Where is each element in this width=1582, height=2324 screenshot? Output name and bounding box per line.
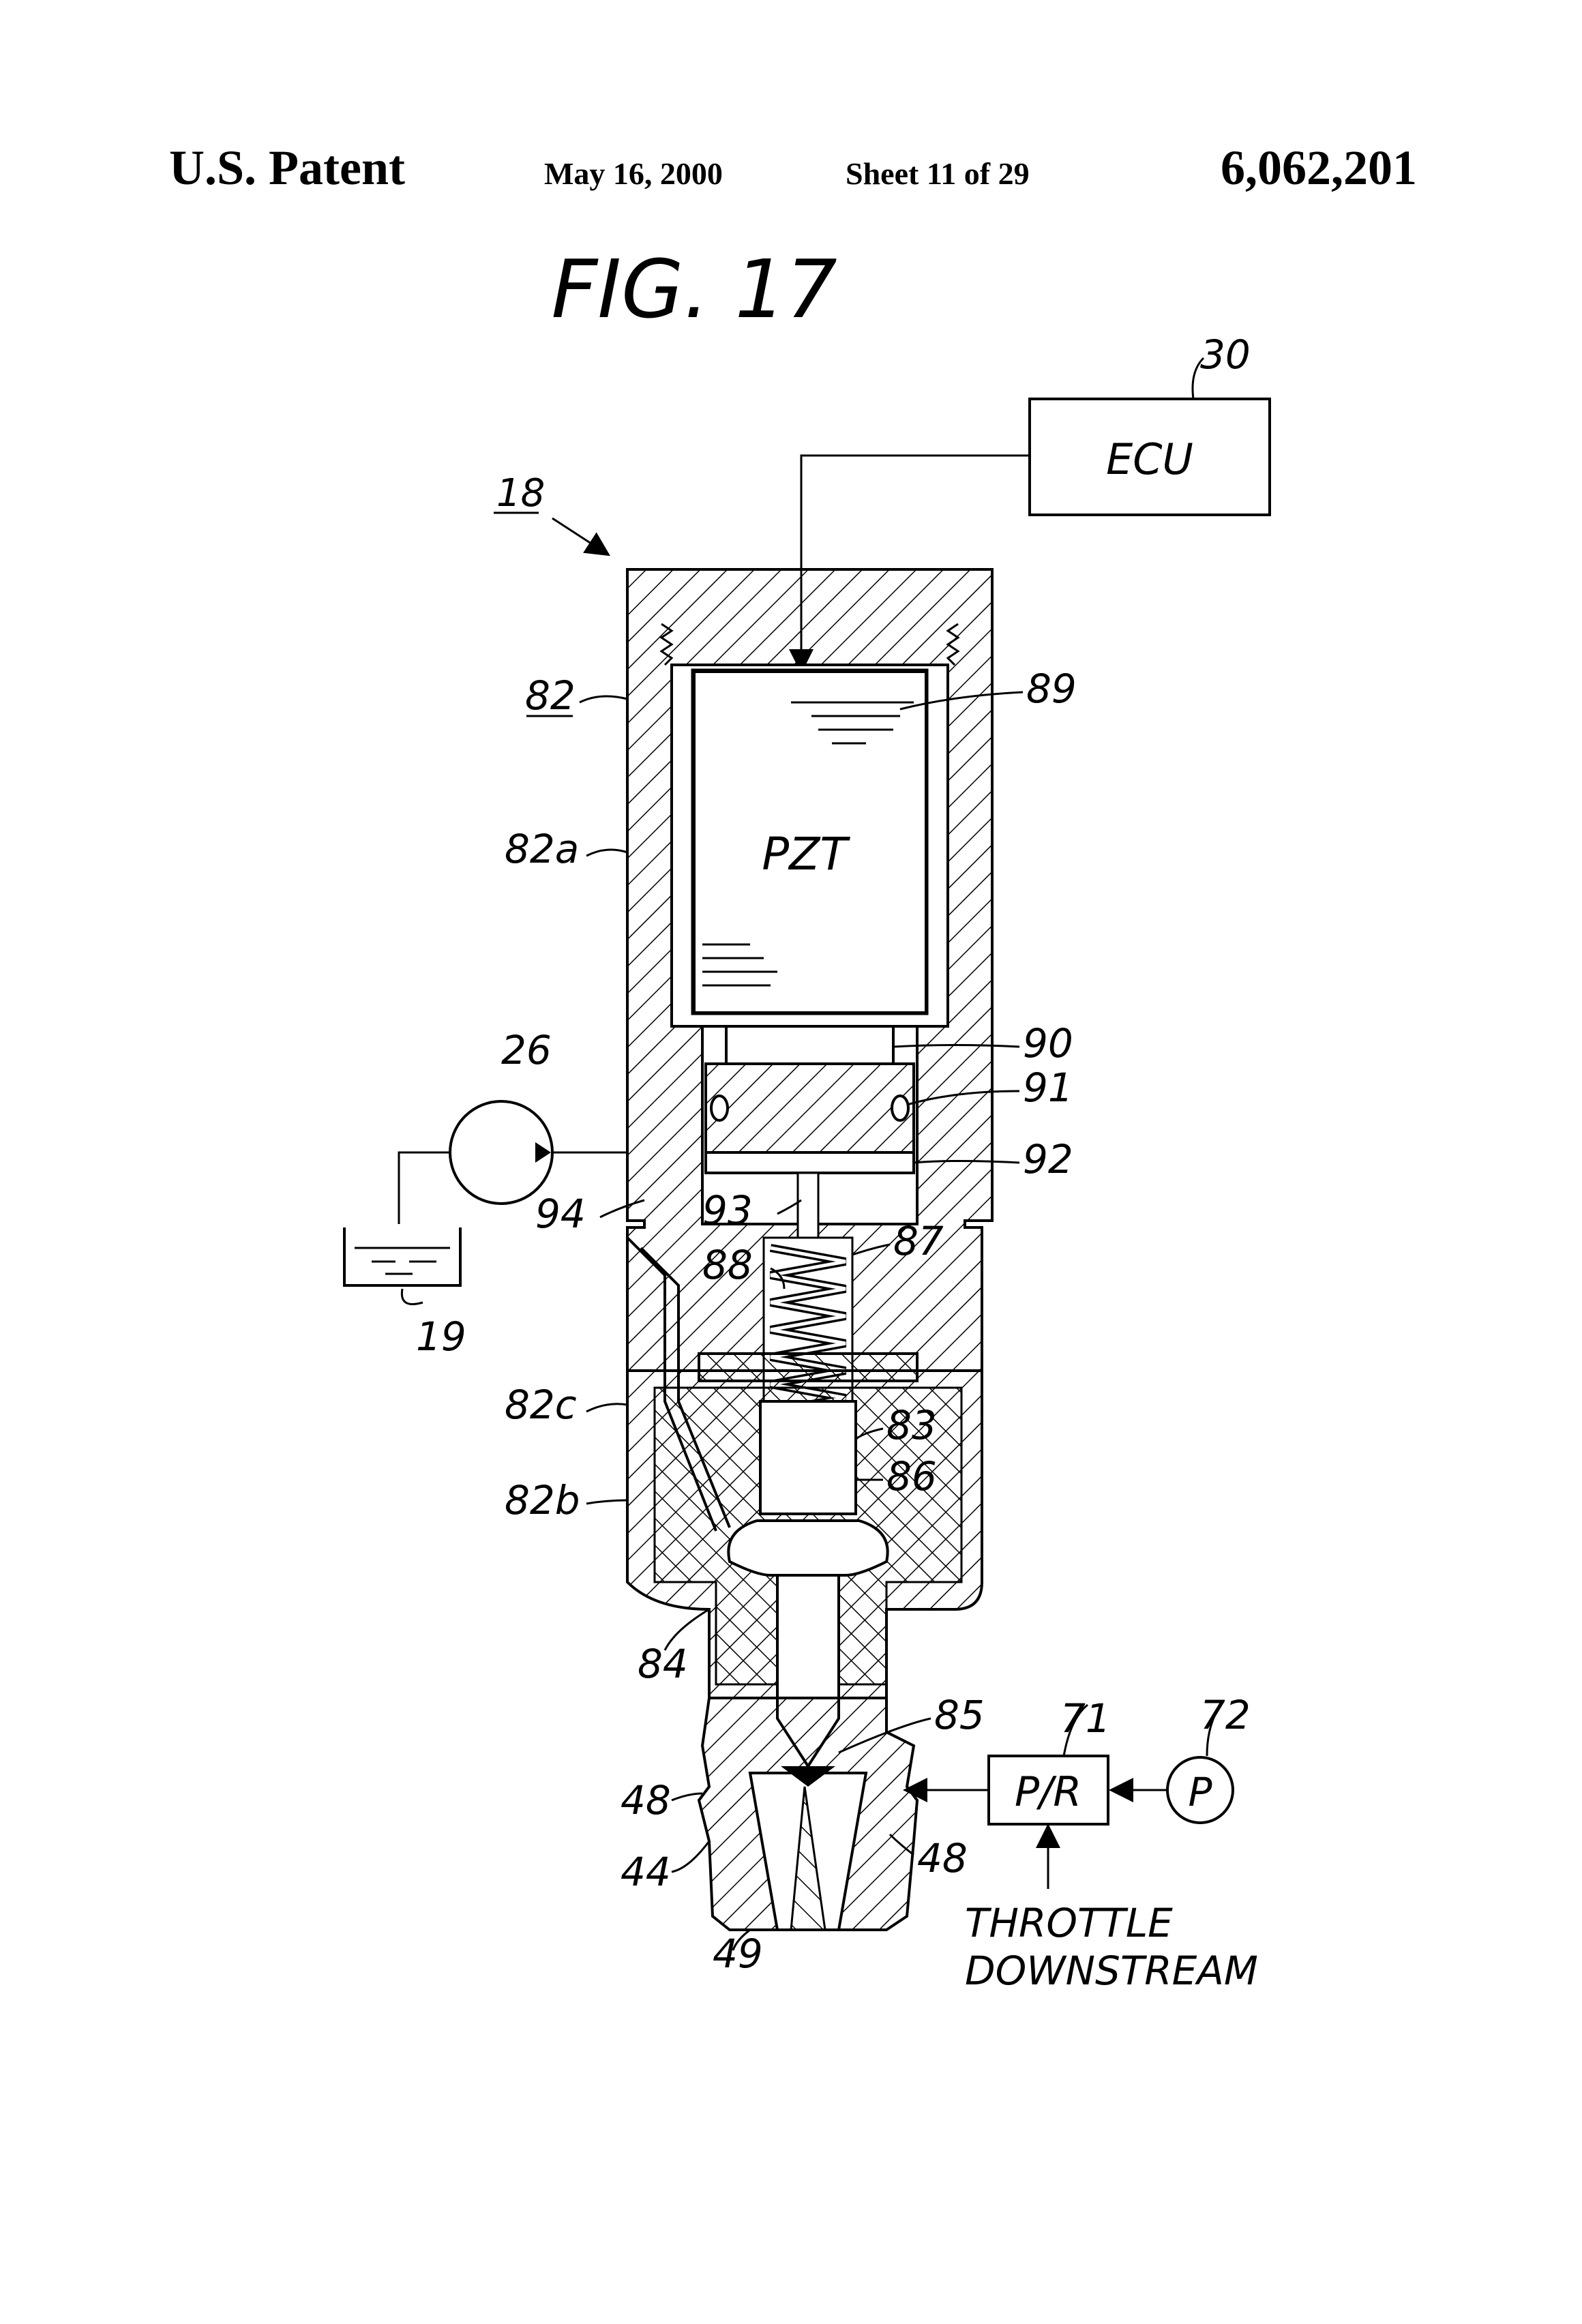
label-89: 89 (1026, 666, 1077, 712)
label-19: 19 (416, 1313, 466, 1360)
label-83: 83 (886, 1402, 937, 1448)
label-87: 87 (893, 1218, 944, 1264)
label-88: 88 (702, 1242, 753, 1288)
rod-93 (798, 1173, 818, 1238)
downstream-label: DOWNSTREAM (965, 1948, 1258, 1994)
label-48-left: 48 (621, 1777, 671, 1823)
label-82a: 82a (505, 826, 579, 872)
pressure-source-72: P (1113, 1757, 1233, 1823)
throttle-label: THROTTLE (965, 1900, 1173, 1946)
figure-title: FIG. 17 (551, 242, 837, 336)
label-86: 86 (886, 1453, 937, 1500)
p-label: P (1189, 1769, 1212, 1815)
label-26: 26 (501, 1027, 552, 1073)
pzt-label: PZT (762, 828, 850, 880)
label-82c: 82c (505, 1382, 577, 1428)
label-30: 30 (1200, 331, 1251, 378)
piston-assembly (706, 1026, 914, 1173)
label-94: 94 (535, 1191, 586, 1237)
ecu-label: ECU (1106, 434, 1193, 484)
ecu-box: ECU (1030, 399, 1270, 515)
pzt-element: PZT (694, 672, 926, 1013)
label-93: 93 (702, 1187, 753, 1234)
label-71: 71 (1060, 1695, 1111, 1742)
label-85: 85 (934, 1692, 985, 1738)
pr-label: P/R (1015, 1768, 1081, 1816)
label-82: 82 (525, 672, 576, 719)
label-44: 44 (621, 1849, 671, 1895)
label-48-right: 48 (917, 1835, 968, 1881)
fuel-pump-26 (399, 1101, 629, 1224)
label-90: 90 (1023, 1020, 1073, 1067)
fuel-tank-19 (344, 1227, 460, 1285)
label-82b: 82b (505, 1477, 580, 1523)
label-49: 49 (713, 1931, 763, 1977)
label-91: 91 (1023, 1064, 1073, 1111)
label-72: 72 (1200, 1692, 1251, 1738)
arrow-18 (552, 518, 607, 554)
label-92: 92 (1023, 1136, 1073, 1182)
label-18: 18 (496, 471, 545, 516)
label-84: 84 (638, 1641, 688, 1687)
